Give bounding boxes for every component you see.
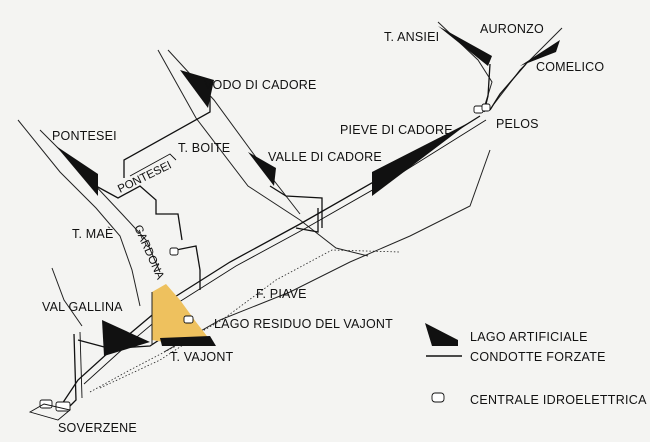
label-t-ansiei: T. ANSIEI [384,30,439,44]
legend-plant-label: CENTRALE IDROELETTRICA [470,393,647,407]
lake-valle-di-cadore [248,152,276,186]
conduit-soverzene-vertical-b [79,331,83,399]
lake-t-vajont [160,336,216,346]
plant-gardona [169,247,179,256]
lake-pontesei [56,146,98,196]
legend-plant-symbol [431,392,445,403]
label-comelico: COMELICO [536,60,604,74]
label-pieve-di-cadore: PIEVE DI CADORE [340,123,453,137]
plant-vajont [183,315,194,324]
label-gardona: GARDONA [131,223,166,281]
label-t-boite: T. BOITE [178,141,230,155]
legend-pipe-label: CONDOTTE FORZATE [470,350,606,364]
conduit-pontesei [95,185,183,241]
conduit-pontesei-b [129,153,177,177]
label-t-mae: T. MAÈ [72,226,113,241]
legend: LAGO ARTIFICIALE CONDOTTE FORZATE CENTRA… [425,323,647,407]
label-pontesei-lake: PONTESEI [52,129,117,143]
valley-boite-left [157,49,369,257]
valley-gallina-outline [51,267,83,327]
piave-dotted-course [89,249,401,393]
plant-pelos-b [481,103,491,112]
label-valle-di-cadore: VALLE DI CADORE [268,150,382,164]
label-lago-residuo-vajont: LAGO RESIDUO DEL VAJONT [214,317,393,331]
label-pelos: PELOS [496,117,539,131]
label-f-piave: F. PIAVE [256,287,307,301]
label-vodo-di-cadore: VODO DI CADORE [204,78,317,92]
vajont-residual-lake-highlight [152,284,210,344]
label-auronzo: AURONZO [480,22,544,36]
conduit-comelico-pelos [489,63,527,111]
label-t-vajont: T. VAJONT [170,350,234,364]
lake-t-ansiei [438,26,492,66]
soverzene-building [28,403,71,421]
conduit-gardona [175,245,201,290]
conduit-gallina [77,339,109,349]
label-soverzene: SOVERZENE [58,421,137,435]
lake-vodo-di-cadore [180,70,214,108]
legend-lake-label: LAGO ARTIFICIALE [470,330,588,344]
valley-piave-bank [163,149,491,353]
lake-pieve-di-cadore [372,122,470,196]
legend-lake-symbol [425,323,458,346]
conduit-soverzene-vertical [69,333,77,407]
lake-comelico [520,40,560,66]
conduit-vodo [123,96,211,178]
label-val-gallina: VAL GALLINA [42,300,123,314]
conduit-boite [269,185,323,228]
conduit-valle-down [295,208,319,233]
lake-val-gallina [102,320,150,356]
valley-mae-left [17,119,141,307]
